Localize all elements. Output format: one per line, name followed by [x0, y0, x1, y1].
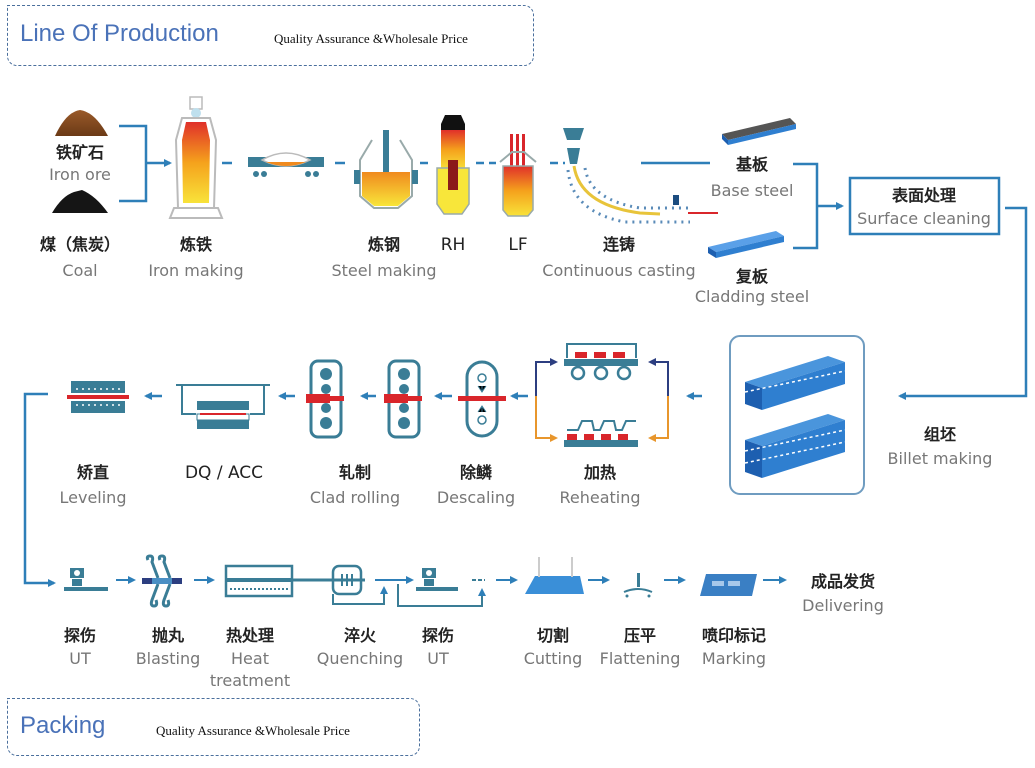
heat-treatment-en: Heat — [231, 649, 269, 668]
marking-en: Marking — [702, 649, 766, 668]
cladding-steel-en: Cladding steel — [695, 287, 809, 306]
heat-treatment-zh: 热处理 — [226, 626, 274, 645]
ut2-zh: 探伤 — [422, 626, 454, 645]
production-banner-title: Line Of Production — [20, 20, 219, 47]
plates-bracket-arrow — [793, 162, 842, 250]
quenching-icon — [331, 564, 388, 605]
connector-to-ut — [23, 392, 56, 587]
continuous-caster-icon — [563, 128, 718, 224]
ut-inspection-icon-1 — [64, 568, 108, 591]
quenching-zh: 淬火 — [344, 626, 377, 645]
cutting-zh: 切割 — [537, 626, 569, 645]
rolling-mill-icon-1 — [306, 359, 344, 439]
base-steel-zh: 基板 — [735, 155, 769, 174]
quenching-en: Quenching — [317, 649, 403, 668]
dq-acc-label: DQ / ACC — [185, 463, 263, 483]
clad-rolling-en: Clad rolling — [310, 488, 400, 507]
torpedo-car-icon — [248, 152, 324, 177]
rolling-mill-icon-2 — [384, 359, 422, 439]
steel-making-en: Steel making — [331, 261, 436, 280]
ut1-en: UT — [69, 649, 91, 668]
billet-making-en: Billet making — [888, 449, 993, 468]
marking-icon — [700, 574, 757, 596]
reheating-en: Reheating — [559, 488, 640, 507]
delivering-en: Delivering — [802, 596, 884, 615]
blasting-zh: 抛丸 — [152, 626, 185, 645]
packing-banner: Packing Quality Assurance &Wholesale Pri… — [7, 698, 420, 756]
billet-assembly-icon — [744, 356, 846, 478]
surface-cleaning-en: Surface cleaning — [857, 209, 991, 228]
base-steel-en: Base steel — [711, 181, 794, 200]
blasting-en: Blasting — [136, 649, 201, 668]
iron-ore-en: Iron ore — [49, 165, 111, 184]
reheating-bottom-input-arrow — [648, 396, 669, 442]
dq-acc-cooling-icon — [176, 384, 270, 429]
flattening-zh: 压平 — [624, 626, 656, 645]
surface-cleaning-zh: 表面处理 — [891, 186, 956, 205]
rh-label: RH — [441, 235, 466, 255]
cladding-steel-zh: 复板 — [735, 267, 769, 286]
blast-furnace-icon — [168, 96, 224, 219]
packing-banner-subtitle: Quality Assurance &Wholesale Price — [156, 723, 350, 738]
continuous-casting-en: Continuous casting — [542, 261, 695, 280]
connector-to-billet — [898, 206, 1028, 400]
leveling-en: Leveling — [60, 488, 127, 507]
descaling-en: Descaling — [437, 488, 515, 507]
leveling-zh: 矫直 — [77, 463, 109, 482]
marking-zh: 喷印标记 — [702, 626, 766, 645]
continuous-casting-zh: 连铸 — [603, 235, 635, 254]
reheating-top-input-arrow — [648, 358, 669, 396]
heat-treatment-en2: treatment — [210, 671, 290, 690]
reheating-bottom-output-arrow — [535, 396, 558, 442]
flattening-icon — [623, 573, 653, 598]
iron-ore-icon — [55, 110, 108, 136]
coal-en: Coal — [62, 261, 97, 280]
ut2-en: UT — [427, 649, 449, 668]
leveler-icon — [67, 381, 129, 413]
reheating-top-output-arrow — [535, 358, 558, 396]
clad-rolling-zh: 轧制 — [339, 463, 371, 482]
lf-label: LF — [508, 235, 527, 255]
billet-making-zh: 组坯 — [924, 425, 956, 444]
ut-inspection-icon-2 — [397, 568, 486, 607]
cutting-icon — [525, 557, 584, 594]
packing-banner-title: Packing — [20, 712, 106, 739]
delivering-zh: 成品发货 — [811, 572, 875, 591]
descaling-icon — [458, 360, 506, 438]
flattening-en: Flattening — [600, 649, 681, 668]
coal-icon — [52, 190, 108, 213]
coal-zh: 煤（焦炭） — [40, 235, 120, 254]
iron-making-zh: 炼铁 — [180, 235, 212, 254]
steel-making-zh: 炼钢 — [368, 235, 400, 254]
iron-ore-zh: 铁矿石 — [56, 143, 104, 162]
blasting-icon — [142, 554, 182, 608]
iron-making-en: Iron making — [148, 261, 243, 280]
ladle-furnace-icon — [499, 134, 537, 217]
cutting-en: Cutting — [524, 649, 583, 668]
converter-icon — [354, 130, 418, 209]
production-banner-subtitle: Quality Assurance &Wholesale Price — [274, 31, 468, 46]
heat-treatment-furnace-icon — [224, 564, 294, 598]
surface-cleaning-box — [848, 176, 1001, 236]
ut1-zh: 探伤 — [64, 626, 96, 645]
base-steel-plate-icon — [722, 118, 796, 145]
reheating-furnace-icon — [564, 343, 638, 447]
cladding-steel-plate-icon — [708, 231, 784, 258]
production-banner: Line Of Production Quality Assurance &Wh… — [7, 5, 534, 66]
rh-degasser-icon — [436, 115, 470, 215]
descaling-zh: 除鳞 — [460, 463, 493, 482]
raw-material-bracket-arrow — [119, 124, 170, 203]
reheating-zh: 加热 — [583, 463, 616, 482]
